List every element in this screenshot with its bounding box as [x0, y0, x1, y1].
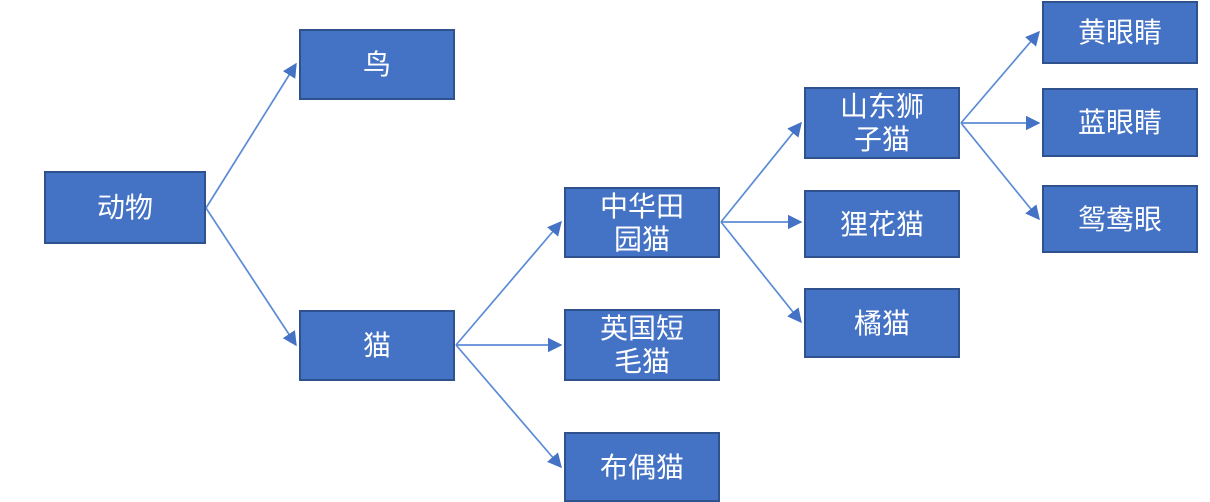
- node-animal-label: 动物: [96, 192, 153, 223]
- node-animal[interactable]: 动物: [44, 171, 206, 244]
- node-lihua-cat[interactable]: 狸花猫: [804, 190, 960, 258]
- connector-chinese-orange: [720, 221, 802, 324]
- node-shandong-lion-cat-label: 山东狮 子猫: [839, 91, 924, 155]
- node-blue-eyes[interactable]: 蓝眼睛: [1042, 88, 1198, 157]
- node-yellow-eyes-label: 黄眼睛: [1077, 17, 1162, 48]
- connector-animal-cat: [205, 207, 297, 347]
- connector-chinese-shandong-lion: [720, 121, 802, 223]
- connector-cat-ragdoll: [455, 344, 562, 469]
- node-ragdoll-label: 布偶猫: [599, 451, 684, 483]
- node-odd-eyes[interactable]: 鸳鸯眼: [1042, 185, 1198, 253]
- connector-shandong-odd-eyes: [960, 122, 1040, 221]
- node-yellow-eyes[interactable]: 黄眼睛: [1042, 1, 1198, 64]
- node-chinese-field-cat-label: 中华田 园猫: [599, 190, 684, 255]
- node-bird-label: 鸟: [362, 49, 391, 80]
- node-orange-cat-label: 橘猫: [853, 307, 910, 339]
- node-lihua-cat-label: 狸花猫: [839, 208, 924, 240]
- node-odd-eyes-label: 鸳鸯眼: [1077, 203, 1162, 235]
- node-shandong-lion-cat[interactable]: 山东狮 子猫: [804, 87, 960, 159]
- node-cat-label: 猫: [362, 330, 391, 361]
- node-chinese-field-cat[interactable]: 中华田 园猫: [564, 187, 720, 258]
- node-ragdoll[interactable]: 布偶猫: [564, 432, 720, 502]
- node-bird[interactable]: 鸟: [299, 29, 455, 100]
- node-cat[interactable]: 猫: [299, 310, 455, 381]
- connector-cat-chinese-field-cat: [455, 220, 562, 346]
- node-british-shorthair[interactable]: 英国短 毛猫: [564, 309, 720, 381]
- node-british-shorthair-label: 英国短 毛猫: [599, 313, 684, 377]
- node-orange-cat[interactable]: 橘猫: [804, 288, 960, 358]
- connector-shandong-yellow-eyes: [960, 30, 1040, 124]
- connector-animal-bird: [205, 62, 297, 209]
- node-blue-eyes-label: 蓝眼睛: [1077, 107, 1162, 138]
